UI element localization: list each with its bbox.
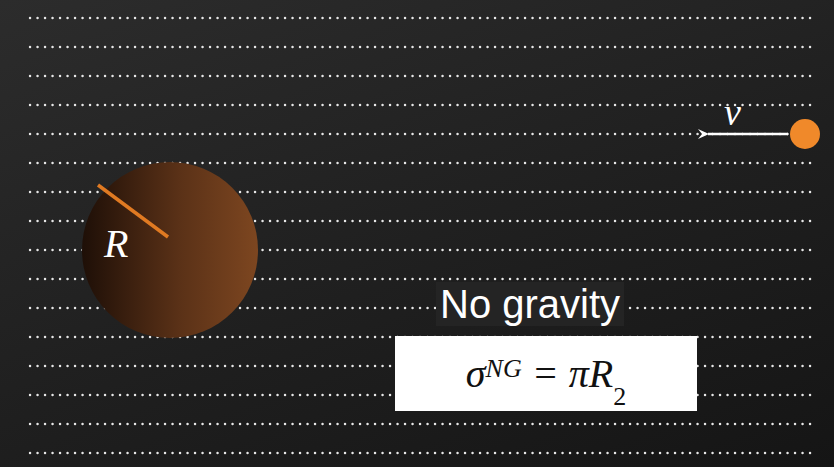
planet-disc: R: [82, 162, 258, 338]
text-holder: σNG= πR2: [466, 350, 626, 397]
incoming-particle: [790, 119, 820, 149]
planet-body: [82, 162, 258, 338]
formula-subscript: NG: [486, 354, 522, 384]
dotted-flow-lines: [30, 18, 816, 453]
dot-row: [30, 46, 816, 48]
radius-label: R: [104, 220, 128, 267]
condition-label: No gravity: [436, 282, 624, 326]
formula-term: = πR: [532, 350, 613, 397]
dot-row: [30, 133, 816, 135]
dot-row: [30, 423, 816, 425]
dot-row: [30, 452, 816, 454]
formula-symbol: σ: [466, 350, 486, 397]
dot-row: [30, 104, 816, 106]
formula-box: σNG = πR2: [395, 336, 697, 411]
text-holder: R: [104, 220, 128, 267]
velocity-label: v: [724, 92, 741, 134]
dot-row: [30, 75, 816, 77]
formula-superscript: 2: [613, 382, 626, 412]
dot-row: [30, 17, 816, 19]
dot-row: [30, 162, 816, 164]
velocity-arrow: [708, 133, 788, 136]
